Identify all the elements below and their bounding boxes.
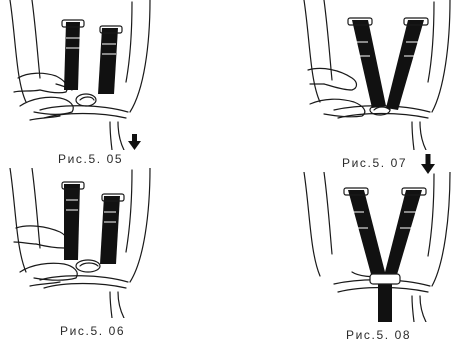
arrow-down-icon (128, 134, 141, 150)
seat-illustration-5-07 (300, 0, 461, 150)
arrow-down-icon (420, 154, 436, 174)
left-strap (64, 22, 80, 90)
left-strap (64, 184, 80, 260)
seat-left-edge (10, 0, 26, 102)
figure-label-5-08: Рис.5. 08 (346, 328, 411, 342)
seat-illustration-5-08 (300, 172, 461, 322)
figure-5-05 (0, 0, 160, 150)
left-strap (352, 20, 386, 108)
figure-label-5-05: Рис.5. 05 (58, 152, 123, 166)
figure-5-08 (300, 172, 461, 322)
buckle (370, 274, 400, 284)
figure-label-5-07: Рис.5. 07 (342, 156, 407, 170)
figure-label-5-06: Рис.5. 06 (60, 324, 125, 338)
right-strap (386, 20, 424, 110)
figure-5-06 (0, 168, 160, 318)
seat-illustration-5-05 (0, 0, 160, 150)
seat-right-edge (130, 0, 150, 112)
right-strap (98, 28, 118, 94)
seat-illustration-5-06 (0, 168, 160, 318)
right-strap (384, 190, 422, 278)
left-strap (348, 190, 386, 278)
figure-5-07 (300, 0, 461, 150)
right-strap (100, 196, 120, 264)
crotch-strap (378, 280, 392, 322)
